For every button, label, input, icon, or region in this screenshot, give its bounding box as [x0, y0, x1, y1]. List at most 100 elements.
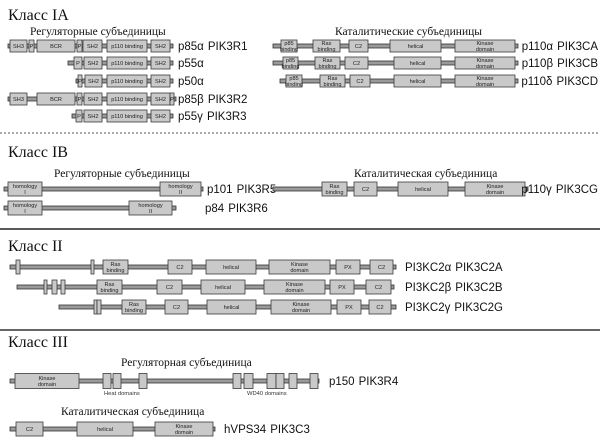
domain-label: helical [410, 61, 426, 67]
domain-box [82, 39, 103, 53]
domain-label: P [170, 97, 174, 103]
domain-box [106, 92, 148, 106]
domain-box [268, 259, 331, 275]
gene-name: PIK3CA [557, 41, 598, 53]
domain-label: p85 [286, 58, 295, 64]
domain-label: SH2 [88, 61, 99, 67]
domain-box [353, 181, 378, 197]
domain-label: II [149, 209, 153, 215]
domain-label: SH3 [13, 97, 24, 103]
domain-box [243, 373, 254, 389]
domain-box [393, 74, 442, 88]
domain-box [43, 279, 48, 295]
domain-box [169, 92, 175, 106]
protein-name: p55γ [178, 111, 203, 123]
domain-label: P [78, 97, 82, 103]
gene-name: PIK3R6 [228, 203, 268, 215]
protein-name: p50α [178, 76, 204, 88]
section-title: Класс II [8, 238, 63, 255]
domain-box [106, 109, 148, 123]
domain-label: II [179, 190, 183, 196]
domain-label: domain [175, 430, 193, 436]
gene-name: PIK3CB [557, 58, 598, 70]
domain-label: P [78, 79, 82, 85]
domain-label: binding [318, 64, 336, 70]
domain-label: PX [338, 285, 346, 291]
protein-backbone [9, 264, 397, 270]
domain-label: C2 [26, 427, 33, 433]
gene-name: PIK3R3 [207, 111, 247, 123]
protein-name: p84 [205, 203, 225, 215]
domain-label: Kinase [286, 282, 303, 288]
domain-label: SH2 [155, 97, 166, 103]
domain-box [270, 299, 332, 315]
domain-label: helical [410, 79, 426, 85]
domain-box [15, 259, 21, 275]
domain-label: C2 [378, 265, 385, 271]
domain-label: SH3 [13, 44, 24, 50]
domain-box [138, 373, 148, 389]
domain-box [102, 373, 112, 389]
domain-label: domain [476, 82, 494, 88]
domain-box [454, 56, 516, 70]
domain-label: Ras [129, 302, 139, 308]
domain-label: SH2 [88, 79, 99, 85]
domain-box [319, 74, 346, 88]
domain-box [200, 279, 246, 295]
domain-box [335, 259, 361, 275]
domain-label: Kinase [38, 376, 55, 382]
domain-label: domain [476, 47, 494, 53]
domain-label: P [76, 61, 80, 67]
group-subtitle: Регуляторные субъединицы [54, 168, 190, 180]
domain-label: binding [285, 82, 303, 88]
gene-name: PIK3C3 [270, 424, 310, 436]
domain-box [312, 39, 341, 53]
domain-box [263, 279, 326, 295]
domain-label: domain [38, 382, 56, 388]
domain-box [206, 299, 257, 315]
domain-label: homology [138, 203, 162, 209]
domain-label: binding [323, 82, 341, 88]
domain-box [77, 74, 83, 88]
domain-box [9, 92, 28, 106]
protein-backbone [3, 205, 177, 211]
domain-box [336, 299, 362, 315]
domain-label: P [78, 44, 82, 50]
domain-box [83, 109, 103, 123]
domain-box [397, 181, 449, 197]
domain-label: Kinase [291, 262, 308, 268]
domain-box [106, 56, 148, 70]
domain-box [285, 74, 303, 88]
protein-name: p150 [329, 376, 355, 388]
domain-box [102, 259, 129, 275]
domain-box [164, 299, 189, 315]
group-subtitle: Каталитическая субъединица [61, 406, 204, 418]
domain-box [73, 56, 83, 70]
domain-box [83, 56, 103, 70]
domain-box [389, 39, 442, 53]
group-subtitle: Регуляторные субъединицы [30, 26, 166, 38]
domain-label: P [30, 44, 34, 50]
domain-label: p110 binding [111, 79, 143, 85]
domain-box [321, 181, 348, 197]
domain-label: binding [100, 288, 118, 294]
domain-label: SH2 [155, 61, 166, 67]
domain-box [28, 39, 35, 53]
domain-label: C2 [375, 285, 382, 291]
domain-box [51, 279, 58, 295]
domain-label: C2 [173, 305, 180, 311]
domain-box [309, 373, 319, 389]
domain-label: domain [285, 288, 303, 294]
gene-name: PIK3C2B [455, 282, 503, 294]
domain-box [106, 74, 148, 88]
domain-label: Kinase [175, 424, 192, 430]
